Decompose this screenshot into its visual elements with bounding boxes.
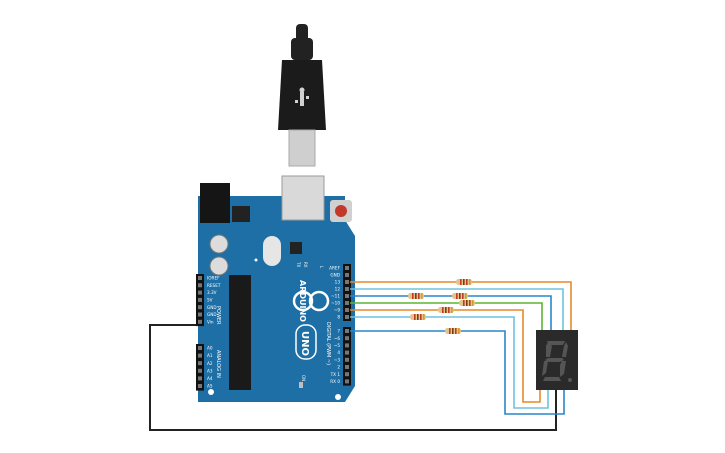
digital-top-pin-5[interactable]	[345, 301, 349, 305]
digital-header-top[interactable]: AREF GND 13 12 ~11 ~10 ~9 8	[329, 264, 351, 321]
analog-pin-0[interactable]	[198, 346, 202, 350]
wire-9[interactable]	[350, 309, 541, 403]
power-pin-0[interactable]	[198, 276, 202, 280]
digital-top-pin-label: ~10	[331, 301, 340, 306]
arduino-logo-icon	[292, 290, 330, 312]
analog-pin-label: A4	[207, 376, 213, 381]
seven-segment-display[interactable]	[536, 330, 578, 390]
digital-top-pin-6[interactable]	[345, 308, 349, 312]
digital-top-pin-label: ~11	[331, 294, 340, 299]
resistor[interactable]	[410, 314, 426, 320]
analog-pin-label: A2	[207, 361, 213, 366]
analog-header-title: ANALOG IN	[215, 350, 221, 378]
power-pin-3[interactable]	[198, 297, 202, 302]
digital-bottom-pin-label: ~5	[334, 343, 341, 348]
power-pin-label: 3.3V	[207, 290, 217, 295]
uno-badge	[295, 324, 317, 360]
analog-pin-label: A0	[207, 346, 213, 351]
resistor[interactable]	[408, 293, 424, 299]
l-led-label: L	[319, 266, 324, 269]
power-header-title: POWER	[215, 306, 221, 325]
digital-bottom-pin-label: ~6	[334, 336, 341, 341]
wire-12[interactable]	[350, 288, 564, 332]
resistors[interactable]	[408, 279, 475, 334]
on-led-label: ON	[301, 375, 306, 381]
digital-top-pin-label: GND	[330, 273, 340, 278]
wire-13[interactable]	[350, 281, 572, 332]
digital-top-pin-2[interactable]	[345, 280, 349, 284]
digital-bottom-pin-label: ~3	[334, 357, 341, 362]
digital-top-pin-label: 12	[335, 287, 341, 292]
digital-top-pin-label: 8	[337, 315, 340, 320]
digital-top-pin-1[interactable]	[345, 273, 349, 277]
digital-bottom-pin-0[interactable]	[345, 329, 349, 333]
reset-button[interactable]	[330, 200, 352, 222]
digit-segments	[542, 341, 572, 382]
power-pin-label: IOREF	[207, 276, 220, 281]
digital-top-pin-label: ~9	[334, 308, 341, 313]
power-pin-5[interactable]	[198, 312, 202, 317]
digital-header-bottom[interactable]: 7 ~6 ~5 4 ~3 2 TX 1 RX 0	[330, 327, 351, 386]
power-pin-2[interactable]	[198, 290, 202, 295]
power-pin-label: Vin	[207, 319, 214, 324]
digital-top-pin-label: 13	[335, 280, 341, 285]
power-pin-label: GND	[207, 305, 217, 310]
digital-bottom-pin-2[interactable]	[345, 343, 349, 348]
analog-pin-1[interactable]	[198, 353, 202, 358]
digital-top-pin-7[interactable]	[345, 315, 349, 319]
resistor[interactable]	[456, 279, 472, 285]
analog-pin-2[interactable]	[198, 361, 202, 366]
brand-label: ARDUINO	[298, 280, 307, 322]
digital-bottom-pin-3[interactable]	[345, 350, 349, 355]
digital-top-pin-4[interactable]	[345, 294, 349, 298]
digital-top-pin-0[interactable]	[345, 266, 349, 270]
rx-led-label: RX	[303, 262, 308, 268]
digital-bottom-pin-7[interactable]	[345, 379, 349, 384]
analog-pin-label: A5	[207, 384, 213, 389]
tx-led-label: TX	[296, 261, 301, 267]
wire-10[interactable]	[350, 302, 543, 330]
model-label: UNO	[299, 331, 310, 356]
digital-bottom-pin-1[interactable]	[345, 336, 349, 341]
analog-pin-3[interactable]	[198, 368, 202, 373]
power-header[interactable]: IOREF RESET 3.3V 5V GND GND Vin	[196, 274, 221, 327]
resistor[interactable]	[459, 300, 475, 306]
wire-8[interactable]	[350, 316, 549, 409]
digital-bottom-pin-label: 4	[337, 350, 340, 355]
digital-top-pin-3[interactable]	[345, 287, 349, 291]
digital-bottom-pin-label: 7	[337, 329, 340, 334]
resistor[interactable]	[452, 293, 468, 299]
digital-bottom-pin-4[interactable]	[345, 357, 349, 362]
digital-bottom-pin-5[interactable]	[345, 365, 349, 369]
power-pin-label: RESET	[207, 283, 221, 288]
power-pin-6[interactable]	[198, 319, 202, 324]
digital-bottom-pin-label: 2	[337, 365, 340, 370]
digital-header-title: DIGITAL (PWM ~)	[325, 322, 331, 365]
analog-pin-label: A1	[207, 353, 213, 358]
digital-top-pin-label: AREF	[329, 266, 340, 271]
analog-pin-5[interactable]	[198, 384, 202, 388]
ground-wire[interactable]	[149, 324, 557, 431]
analog-pin-label: A3	[207, 368, 213, 373]
resistor[interactable]	[445, 328, 461, 334]
usb-cable[interactable]	[278, 24, 326, 167]
power-pin-4[interactable]	[198, 305, 202, 310]
resistor[interactable]	[438, 307, 454, 313]
digital-bottom-pin-label: RX 0	[330, 379, 340, 384]
power-pin-1[interactable]	[198, 283, 202, 288]
power-pin-label: GND	[207, 312, 217, 317]
analog-pin-4[interactable]	[198, 376, 202, 381]
power-pin-label: 5V	[207, 298, 213, 303]
digital-bottom-pin-label: TX 1	[330, 372, 341, 377]
digital-bottom-pin-6[interactable]	[345, 372, 349, 377]
